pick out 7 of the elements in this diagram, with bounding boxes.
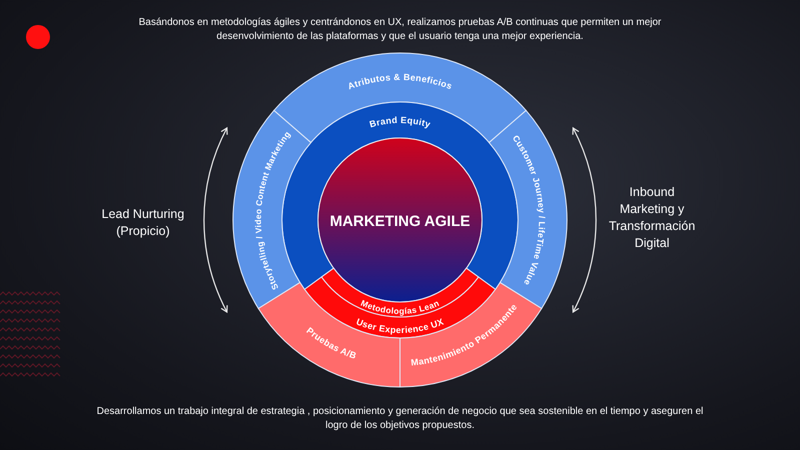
closing-paragraph: Desarrollamos un trabajo integral de estrategia , posicionamiento y generación de negocio que sea sostenible en el tiempo y aseguren el logro de los objetivos propuestos. (96, 405, 704, 432)
segment-label: Brand Equity (368, 114, 432, 130)
side-label: Lead Nurturing (Propicio) (100, 206, 186, 240)
segment-label: User Experience UX (354, 316, 446, 336)
intro-paragraph: Basándonos en metodologías ágiles y centrándonos en UX, realizamos pruebas A/B continuas que permiten un mejor desenvolvimiento de las plataformas y que el usuario tenga una mejor experiencia. (138, 16, 662, 43)
center-title: MARKETING AGILE (330, 213, 470, 230)
side-label: Inbound Marketing y Transformación Digital (608, 184, 696, 252)
